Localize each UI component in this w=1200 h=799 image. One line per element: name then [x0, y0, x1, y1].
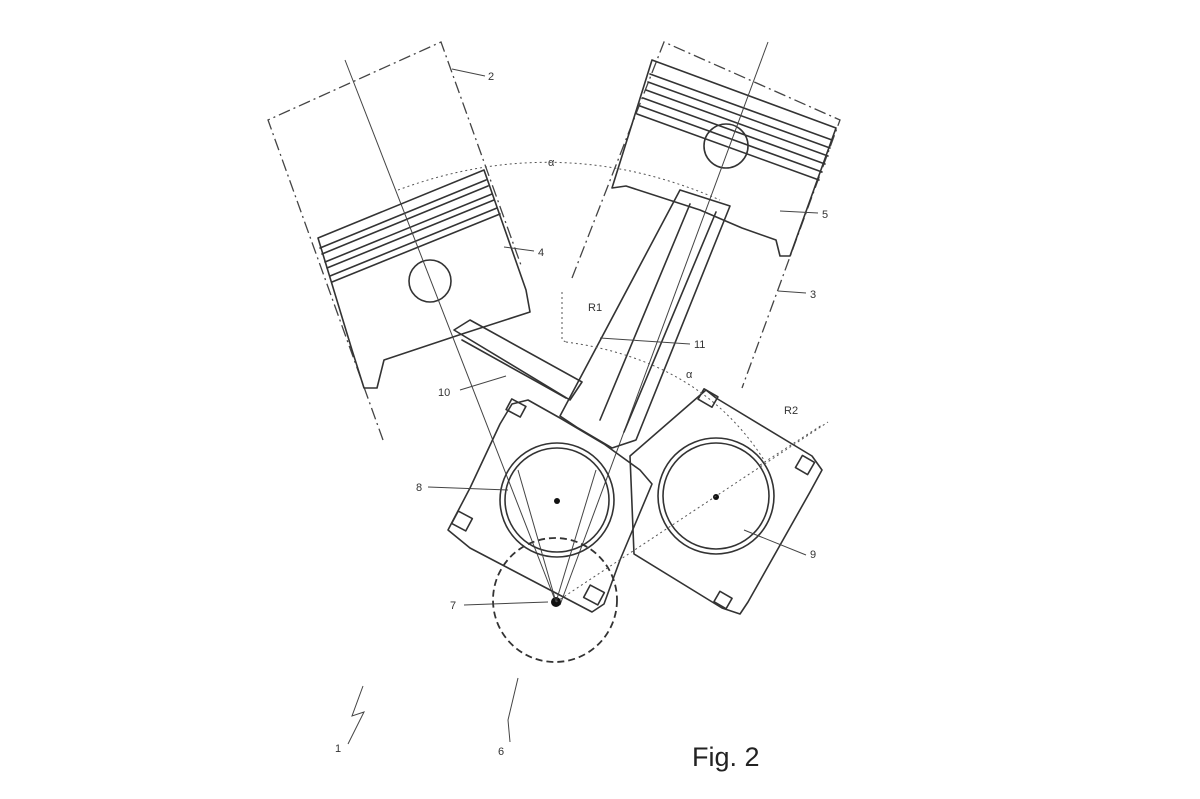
- label-5: 5: [822, 209, 828, 221]
- connecting-rod-10: [453, 319, 583, 401]
- connecting-rod-11: [559, 189, 731, 449]
- left-cylinder-outline: [267, 41, 523, 441]
- label-6: 6: [498, 746, 504, 758]
- reference-labels: 2 4 5 3 11 10 8 9 7 1 6 α α R1 R2 Fig. 2: [335, 71, 828, 772]
- r1-guide: [561, 292, 567, 343]
- left-cylinder-axis: [344, 59, 556, 601]
- right-piston: [611, 59, 837, 257]
- big-end-9-center: [713, 494, 719, 500]
- left-piston-pin: [408, 259, 452, 303]
- right-piston-rings: [636, 73, 833, 181]
- angle-annotations: [397, 161, 829, 603]
- left-piston: [317, 169, 531, 389]
- crank-path-circle: [492, 537, 618, 663]
- figure-caption: Fig. 2: [692, 742, 760, 772]
- right-cylinder-assembly: [559, 41, 841, 606]
- rod-11-shank: [559, 189, 731, 449]
- label-3: 3: [810, 289, 816, 301]
- rod-10-shank: [453, 319, 583, 401]
- right-piston-pin: [703, 123, 749, 169]
- label-2: 2: [488, 71, 494, 83]
- right-cylinder-axis: [559, 41, 769, 606]
- label-1: 1: [335, 743, 341, 755]
- label-alpha-mid: α: [686, 369, 693, 381]
- label-r1: R1: [588, 302, 602, 314]
- big-end-8: [447, 398, 653, 613]
- label-4: 4: [538, 247, 544, 259]
- leader-lines: [347, 68, 819, 745]
- big-end-8-center: [554, 498, 560, 504]
- big-end-8-cap: [447, 399, 653, 613]
- big-end-8-bore-outer: [499, 442, 615, 558]
- left-cylinder-assembly: [267, 41, 556, 601]
- label-10: 10: [438, 387, 450, 399]
- alpha-arc-top: [397, 161, 721, 201]
- alpha-arc-mid: [565, 341, 765, 461]
- label-9: 9: [810, 549, 816, 561]
- label-8: 8: [416, 482, 422, 494]
- big-end-9-cap: [629, 389, 823, 615]
- big-end-9: [629, 388, 823, 615]
- big-end-8-bore-inner: [504, 447, 610, 553]
- label-alpha-top: α: [548, 157, 555, 169]
- label-7: 7: [450, 600, 456, 612]
- big-end-9-bore-inner: [662, 442, 770, 550]
- big-end-9-bore-outer: [657, 437, 775, 555]
- r2-guide: [759, 424, 823, 466]
- label-11: 11: [694, 339, 705, 351]
- left-piston-rings: [319, 179, 501, 283]
- label-r2: R2: [784, 405, 798, 417]
